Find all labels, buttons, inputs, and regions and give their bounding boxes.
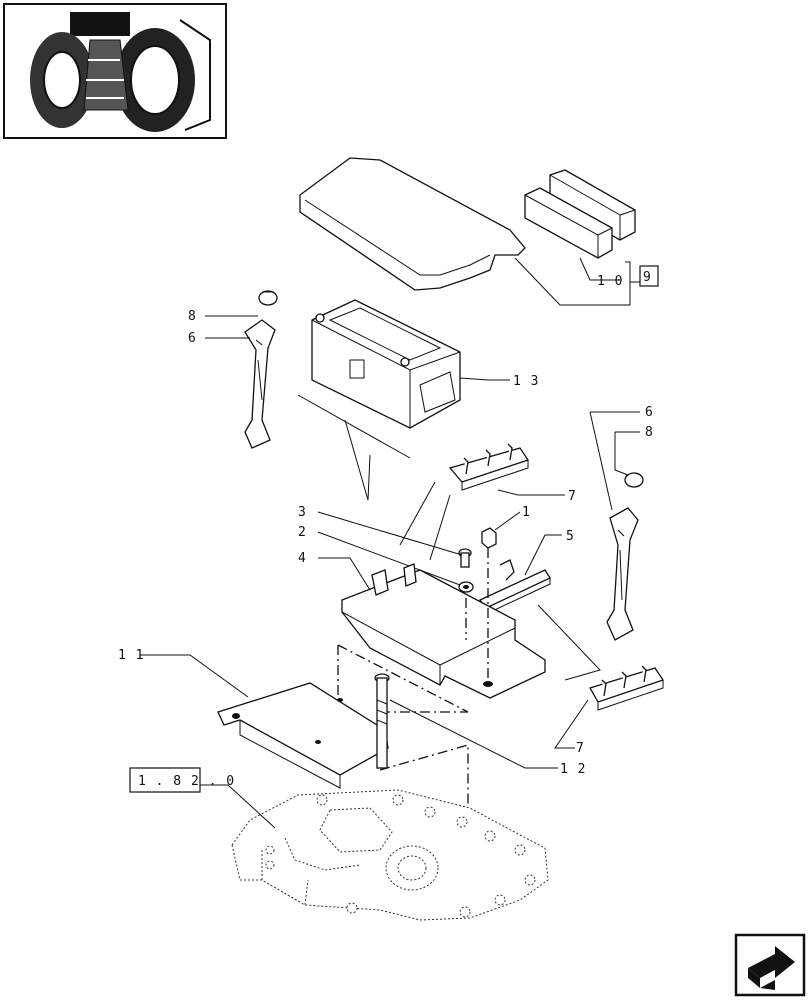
battery-cover [299,157,526,291]
callout-8-left: 8 [188,309,197,324]
callout-12: 1 2 [560,762,586,777]
callout-5: 5 [566,529,575,544]
callout-6-left: 6 [188,331,197,346]
long-bolt [374,673,390,769]
lower-clip [589,665,665,711]
callout-8-right: 8 [645,425,654,440]
reference-box-label: 1 . 8 2 . 0 [138,774,235,789]
reference-box[interactable] [129,767,201,793]
callout-10: 1 0 [597,274,623,289]
callout-9-box [639,265,659,287]
callout-11: 1 1 [118,648,144,663]
right-cap-nut [624,472,644,488]
callout-1: 1 [522,505,531,520]
left-clamp-rod [244,319,276,449]
washer [458,581,474,593]
callout-4: 4 [298,551,307,566]
right-clamp-rod [606,507,639,641]
callout-7-upper: 7 [568,489,577,504]
battery-tray [341,563,546,699]
callout-2: 2 [298,525,307,540]
left-cap-nut [258,290,278,306]
nut [481,527,497,549]
callout-3: 3 [298,505,307,520]
callout-13: 1 3 [513,374,539,389]
foam-pads [524,169,636,259]
callout-6-right: 6 [645,405,654,420]
support-bracket [217,682,389,789]
transmission-housing [231,789,549,921]
callout-7-lower: 7 [576,741,585,756]
upper-clip [448,443,530,491]
battery [311,299,461,429]
bolt [458,548,472,568]
next-page-arrow-icon[interactable] [734,933,806,997]
tractor-thumbnail[interactable] [3,3,227,139]
callout-9: 9 [643,270,652,285]
